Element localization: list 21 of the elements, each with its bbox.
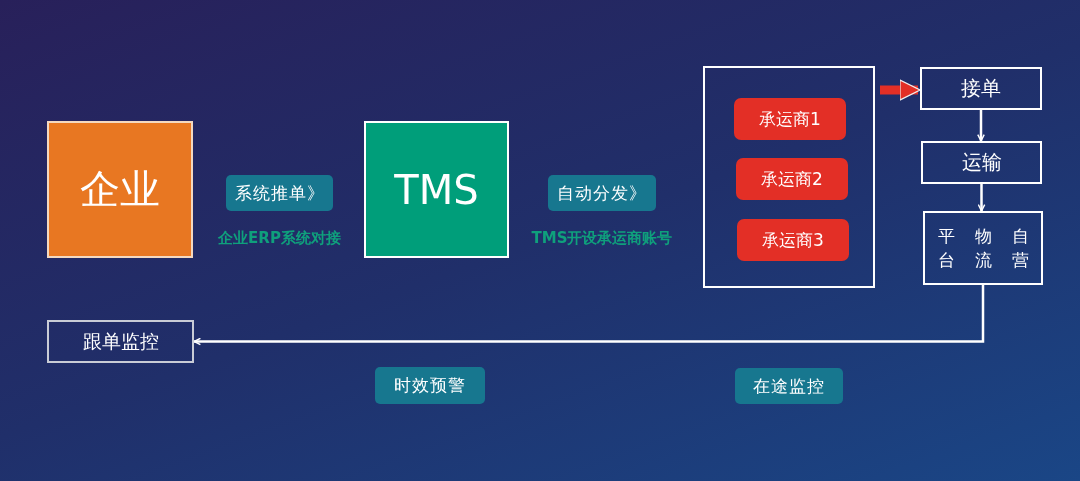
arrow (977, 110, 985, 142)
caption-text: TMS开设承运商账号 (530, 229, 674, 248)
caption-text: 企业ERP系统对接 (217, 229, 342, 248)
carrier-box: 承运商2 (736, 158, 848, 200)
arrow (193, 285, 985, 346)
arrow (977, 184, 986, 212)
group-frame (703, 66, 875, 288)
tag-chip: 在途监控 (735, 368, 843, 404)
company-box: 企业 (47, 121, 193, 258)
process-box: 跟单监控 (47, 320, 194, 363)
process-box: 接单 (920, 67, 1042, 110)
system-box: TMS (364, 121, 509, 258)
process-box (923, 211, 1043, 285)
vertical-text: 自营物流平台 (936, 225, 1030, 272)
carrier-box: 承运商3 (737, 219, 849, 261)
carrier-box: 承运商1 (734, 98, 846, 140)
tag-chip: 自动分发》 (548, 175, 656, 211)
tag-chip: 时效预警 (375, 367, 485, 404)
arrow (880, 79, 921, 101)
process-box: 运输 (921, 141, 1042, 184)
tag-chip: 系统推单》 (226, 175, 333, 211)
